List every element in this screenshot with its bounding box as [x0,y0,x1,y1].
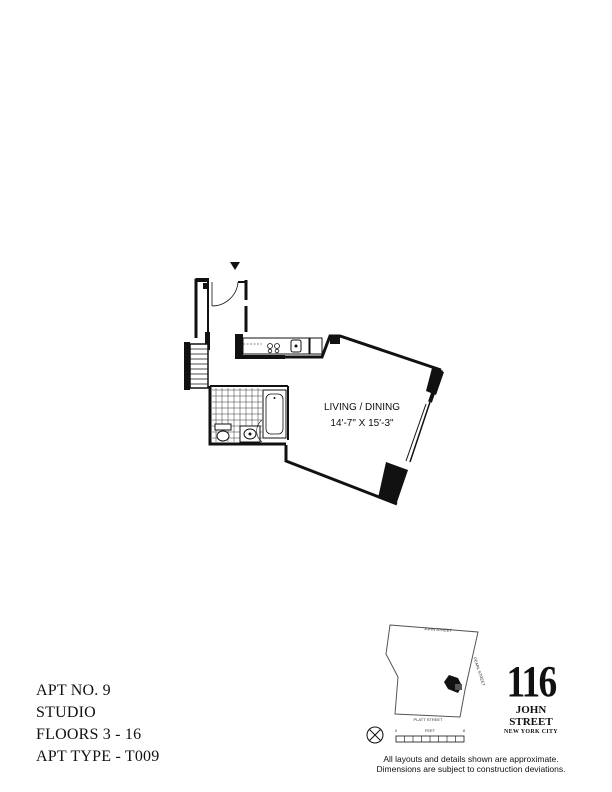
apt-type-code: APT TYPE - T009 [36,748,160,765]
street-bottom-label: PLATT STREET [414,717,444,722]
site-key-map: JOHN STREET PLATT STREET PEARL STREET [385,624,487,722]
cooktop [267,343,280,354]
scale-start-label: 0 [395,728,398,733]
room-name-label: LIVING / DINING [324,402,400,413]
column-bottom-right [378,462,408,505]
apartment-info: APT NO. 9 STUDIO FLOORS 3 - 16 APT TYPE … [36,680,159,768]
kitchen-sink [290,339,302,353]
bathroom [212,388,287,443]
street-right-label: PEARL STREET [472,657,486,687]
closet [184,342,209,390]
wall-block-kitchen [237,334,243,356]
entry-arrow-icon [230,262,240,270]
kitchen-counter [242,337,323,355]
brand-line-1: JOHN [515,704,547,716]
entry-corridor [194,278,248,350]
disclaimer: All layouts and details shown are approx… [360,754,582,774]
brand-number: 116 [506,657,558,706]
brand-line-2: STREET [509,716,553,728]
toilet-icon [214,423,232,442]
apt-floors: FLOORS 3 - 16 [36,726,142,743]
vanity-sink-icon [239,425,261,443]
brand-logo: 116 JOHN STREET NEW YORK CITY [486,660,576,736]
refrigerator [309,337,323,355]
wall-block-corner [330,336,340,344]
apt-type-name: STUDIO [36,704,96,721]
disclaimer-line-2: Dimensions are subject to construction d… [376,764,566,774]
entry-door-swing [211,281,239,307]
scale-end-label: 8 [463,728,466,733]
scale-unit-label: FEET [425,728,436,733]
street-top-label: JOHN STREET [424,626,453,633]
bathroom-door-swing [256,419,263,443]
compass-icon [366,726,384,744]
apt-number: APT NO. 9 [36,682,111,699]
disclaimer-line-1: All layouts and details shown are approx… [383,754,559,764]
bathtub [262,389,287,439]
room-dimensions-label: 14'-7" X 15'-3" [330,418,394,429]
scale-bar: 0 8 FEET [395,728,466,743]
column-top-right [426,368,444,395]
brand-line-3: NEW YORK CITY [504,729,558,735]
